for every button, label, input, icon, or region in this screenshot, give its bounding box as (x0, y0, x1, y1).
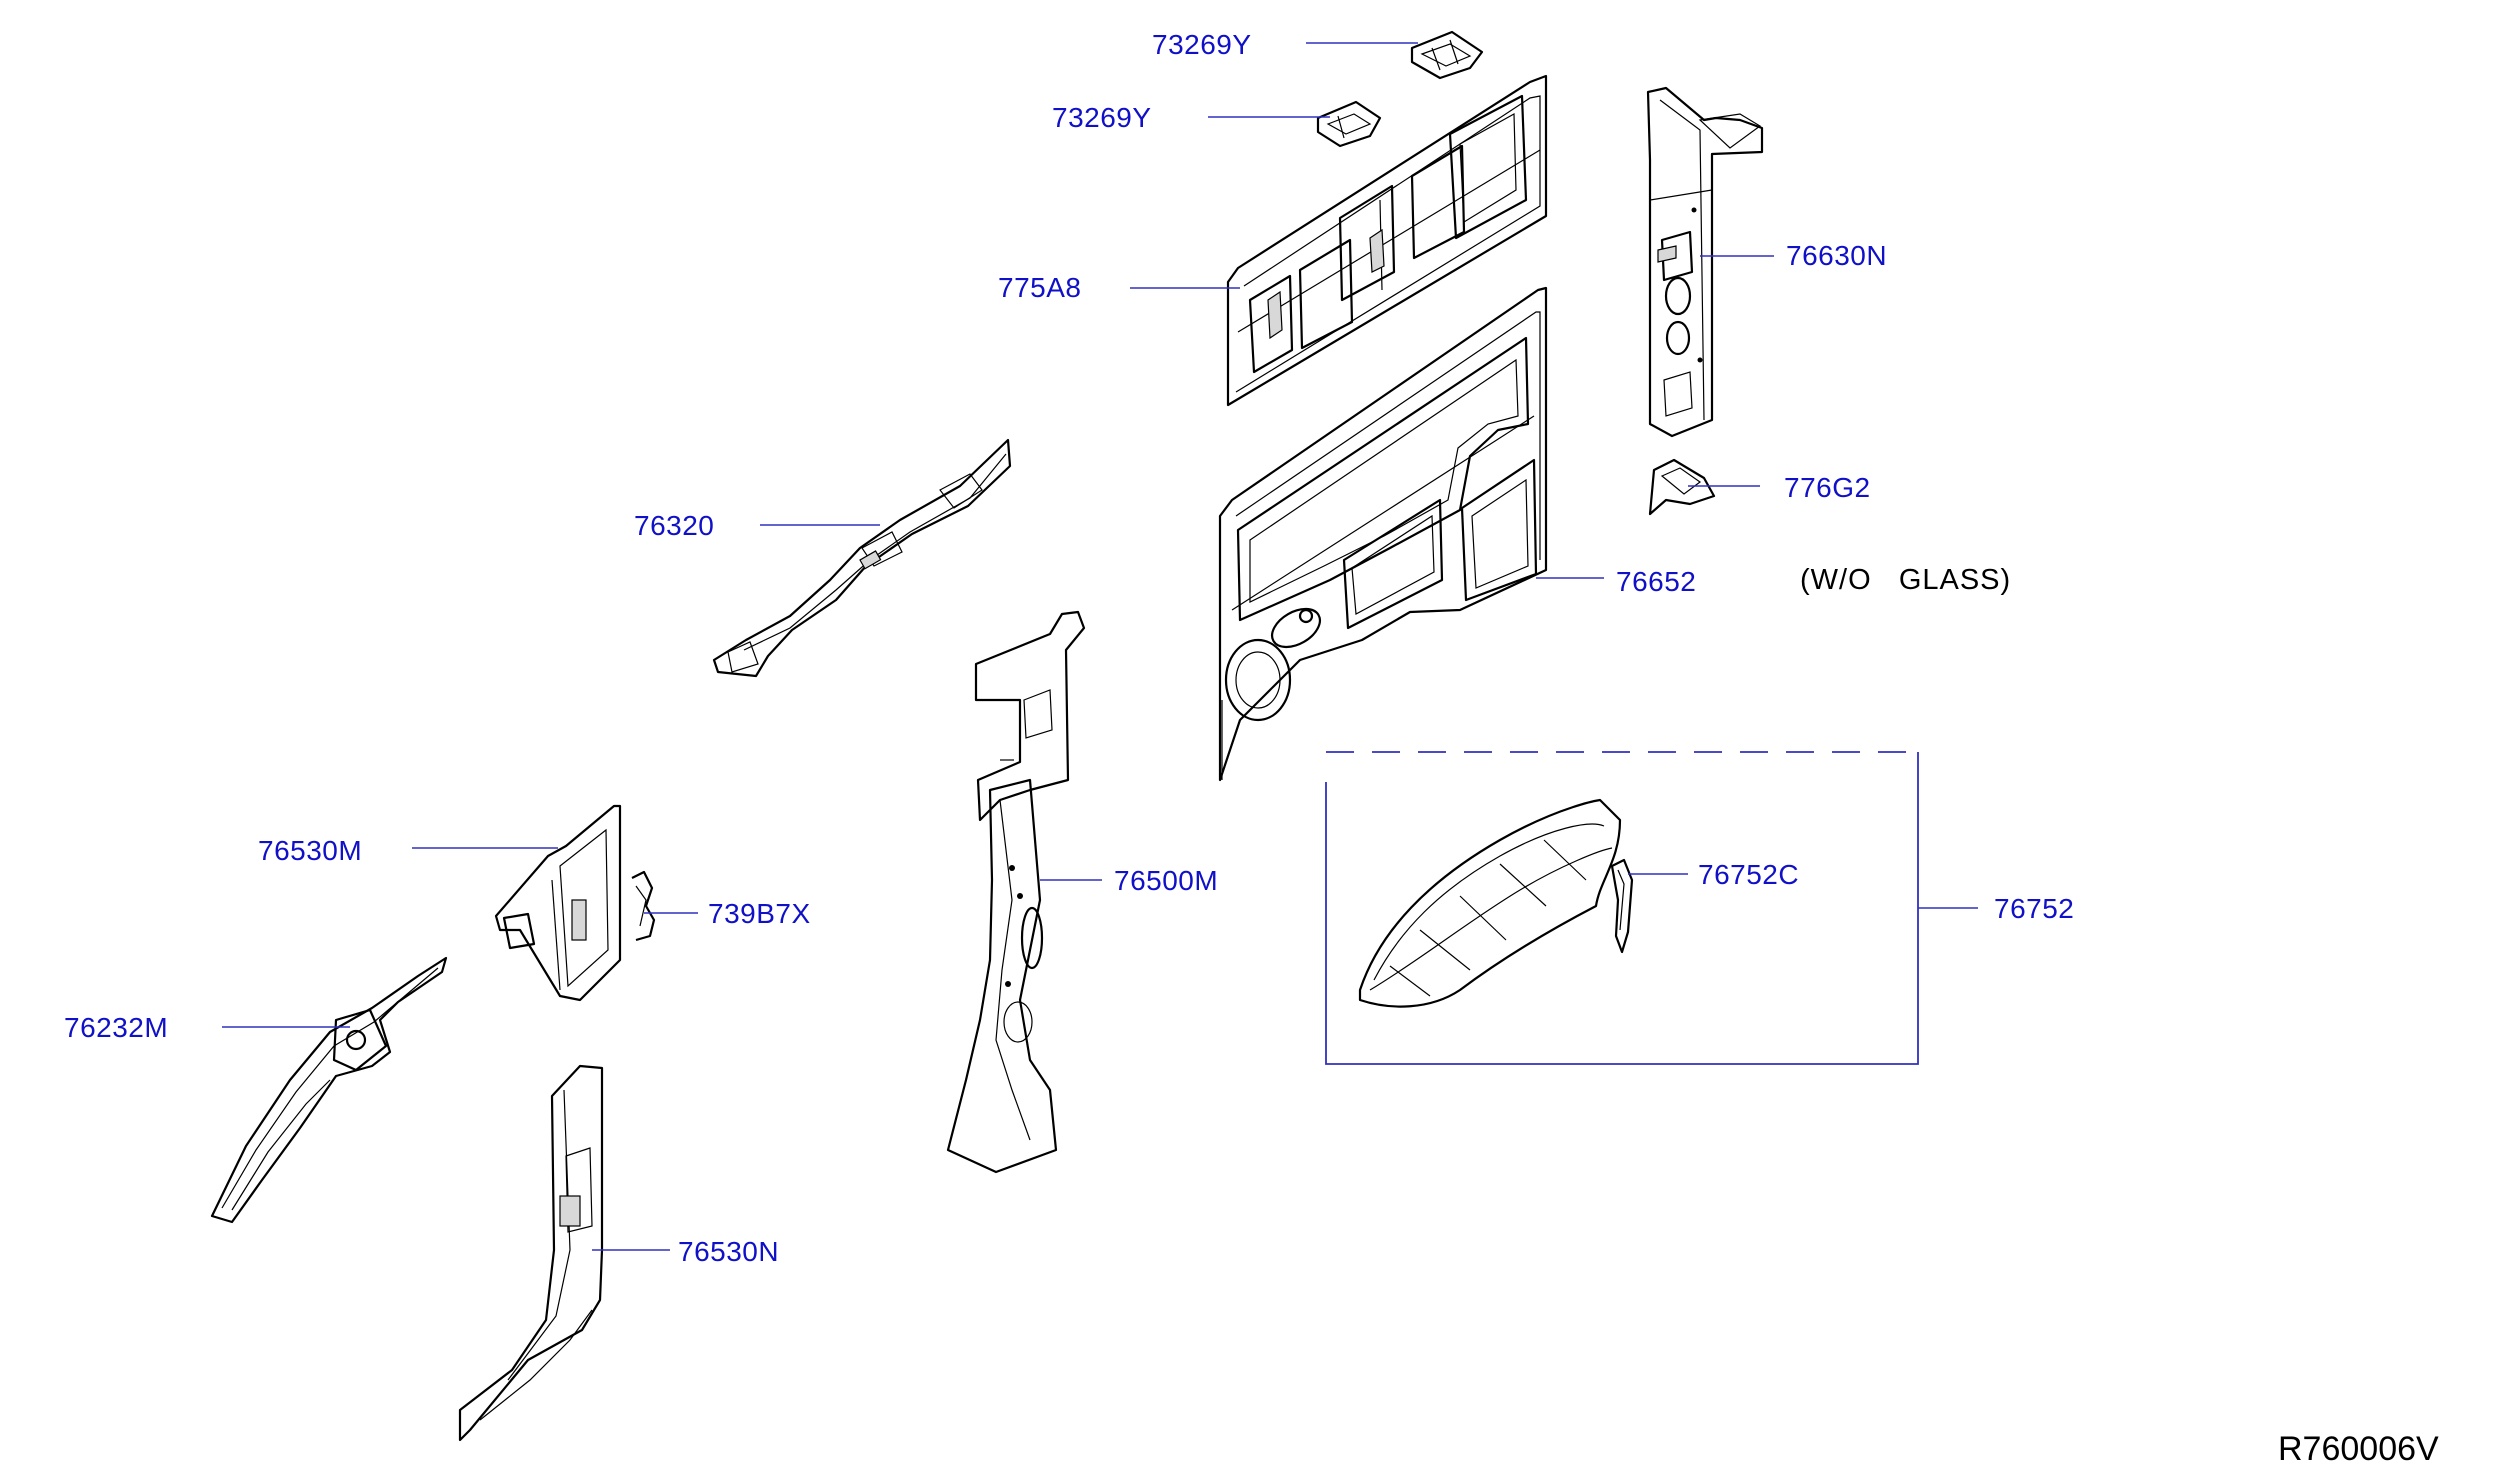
part-76530n-pillar-lower (458, 1064, 604, 1442)
diagram-reference-code: R760006V (2278, 1430, 2439, 1468)
part-775a8-upper-panel (1226, 74, 1548, 407)
part-76530m-pillar-upper (494, 804, 622, 1002)
part-76320-roof-rail (712, 438, 1012, 678)
callout-76500m[interactable]: 76500M (1114, 865, 1219, 896)
part-739b7x-bracket (631, 870, 656, 942)
callout-76320[interactable]: 76320 (634, 510, 715, 541)
part-776g2-bracket (1648, 458, 1716, 516)
callout-76232m[interactable]: 76232M (64, 1012, 169, 1043)
callout-76530m[interactable]: 76530M (258, 835, 363, 866)
leader-lines (222, 42, 1978, 1251)
callout-76630n[interactable]: 76630N (1786, 240, 1888, 271)
callout-739b7x[interactable]: 739B7X (708, 898, 811, 929)
callout-76752[interactable]: 76752 (1994, 893, 2075, 924)
part-76232m-front-pillar (210, 956, 448, 1224)
callout-775a8[interactable]: 775A8 (998, 272, 1082, 303)
callout-76652[interactable]: 76652 (1616, 566, 1697, 597)
note-without-glass: (W/O GLASS) (1800, 564, 2012, 596)
part-76630n-rear-pillar (1646, 86, 1764, 438)
assembly-box-76752 (1325, 751, 1919, 1065)
callout-776g2[interactable]: 776G2 (1784, 472, 1871, 503)
clip-73269y-lower (1316, 100, 1382, 148)
callout-76752c[interactable]: 76752C (1698, 859, 1800, 890)
part-76652-side-panel (1218, 286, 1548, 782)
part-76500m-center-pillar (946, 610, 1086, 1174)
callout-73269y-upper[interactable]: 73269Y (1152, 29, 1252, 60)
part-76752-wheelhouse (1358, 798, 1634, 1008)
callout-76530n[interactable]: 76530N (678, 1236, 780, 1267)
clip-73269y-upper (1410, 30, 1484, 80)
callout-73269y-lower[interactable]: 73269Y (1052, 102, 1152, 133)
